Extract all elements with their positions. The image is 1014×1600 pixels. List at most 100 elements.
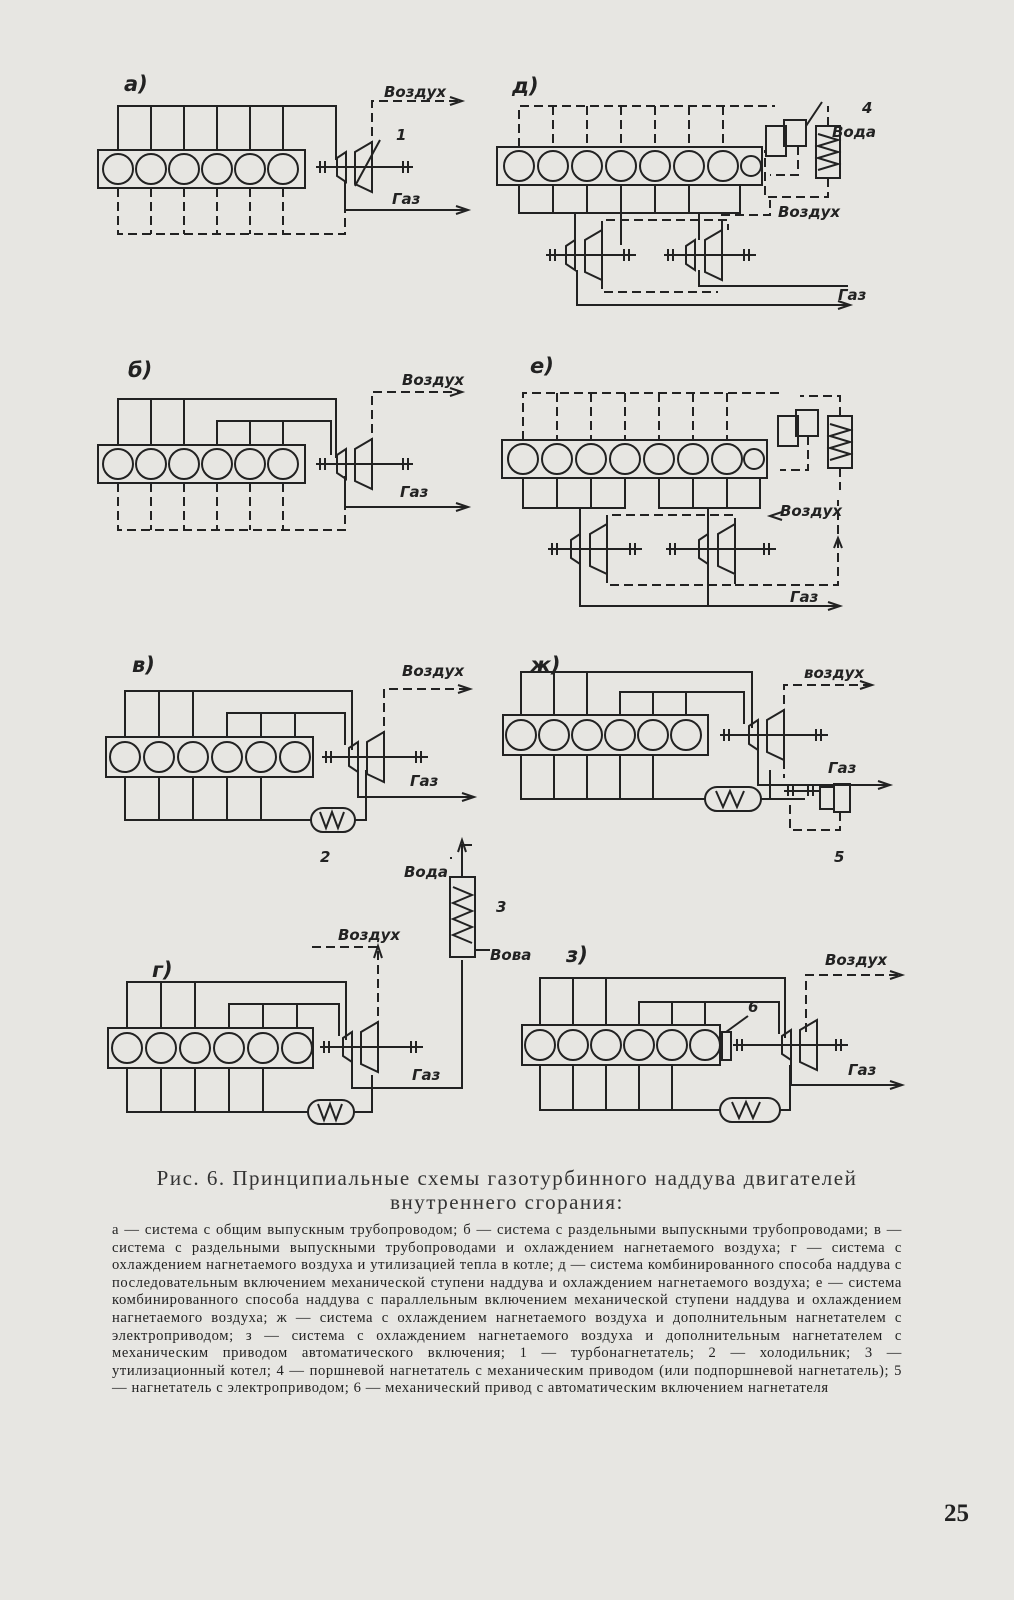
air-label-zh: воздух bbox=[804, 664, 865, 682]
turbocharger-z bbox=[733, 1018, 848, 1072]
gas-arrow-b bbox=[455, 502, 472, 512]
exhaust-manifold-a bbox=[117, 105, 337, 160]
cylinders-zh bbox=[505, 719, 702, 751]
gas-line-g bbox=[351, 960, 463, 1089]
cooled-air-z bbox=[780, 1065, 791, 1111]
cooler-z bbox=[719, 1097, 781, 1123]
num-4: 4 bbox=[861, 99, 872, 117]
gas-label-z: Газ bbox=[848, 1061, 877, 1079]
cylinders-d bbox=[503, 150, 762, 182]
gas-line-a bbox=[344, 184, 466, 211]
exhaust-manifolds-z bbox=[539, 977, 786, 1038]
page-number: 25 bbox=[944, 1500, 969, 1527]
scheme-e: е) bbox=[501, 354, 854, 611]
caption-title: Рис. 6. Принципиальные схемы газотурбинн… bbox=[156, 1166, 858, 1214]
air-manifold-d bbox=[518, 105, 775, 147]
exhaust-manifolds-zh bbox=[520, 671, 753, 728]
cylinders-b bbox=[102, 448, 299, 480]
air-arrow-zh bbox=[859, 680, 876, 690]
gas-arrow-v bbox=[461, 792, 478, 802]
scheme-g: г) Вода Вова Воздух Газ 3 bbox=[107, 836, 531, 1125]
gas-line-v bbox=[357, 772, 472, 798]
scheme-zh-label: ж) bbox=[529, 653, 561, 677]
scheme-a: а) Воздух Газ 1 bbox=[97, 72, 472, 235]
scheme-v-label: в) bbox=[132, 653, 155, 677]
aux-air-zh bbox=[783, 760, 841, 831]
air-line-g bbox=[310, 946, 379, 1030]
num-3: 3 bbox=[496, 898, 506, 916]
air-arrow-g bbox=[373, 942, 383, 959]
air-arrow-b bbox=[449, 387, 466, 397]
air-label-a: Воздух bbox=[384, 83, 447, 101]
gas-label-d: Газ bbox=[838, 286, 867, 304]
scheme-d: д) bbox=[496, 74, 876, 310]
air-manifold-v bbox=[124, 777, 312, 821]
engine-block-v bbox=[105, 736, 314, 778]
gas-arrow-d bbox=[837, 300, 854, 310]
water-arrow-g bbox=[457, 836, 467, 853]
scheme-b: б) Воздух Газ bbox=[97, 358, 472, 531]
cooler-zh bbox=[704, 786, 762, 812]
num-1: 1 bbox=[396, 126, 406, 144]
air-arrow-e2 bbox=[766, 511, 783, 521]
gas-label-zh: Газ bbox=[828, 759, 857, 777]
gas-line-z bbox=[790, 1060, 900, 1086]
air-line-zh bbox=[783, 684, 870, 718]
engine-block-a bbox=[97, 149, 306, 189]
turbocharger-a bbox=[316, 139, 413, 194]
air-line-a bbox=[371, 100, 460, 150]
exhaust-links-e bbox=[579, 508, 709, 534]
auto-drive-6 bbox=[721, 1015, 749, 1061]
gas-label-v: Газ bbox=[410, 772, 439, 790]
air-arrow-v bbox=[457, 684, 474, 694]
air-line-z bbox=[805, 974, 900, 1032]
num-6: 6 bbox=[748, 998, 758, 1016]
turbocharger-zh bbox=[720, 708, 828, 762]
engine-block-b bbox=[97, 444, 306, 484]
air-manifold-b bbox=[117, 476, 346, 531]
air-line-b bbox=[371, 391, 460, 447]
air-line-d bbox=[764, 106, 829, 198]
gas-arrow-a bbox=[455, 205, 472, 215]
gas-arrow-e bbox=[827, 601, 844, 611]
air-arrow-a bbox=[449, 96, 466, 106]
exhaust-manifold-d bbox=[518, 185, 741, 245]
air-manifold-z bbox=[539, 1065, 720, 1111]
cooler-e bbox=[826, 415, 854, 469]
scheme-z-label: з) bbox=[565, 943, 588, 967]
engine-block-e bbox=[501, 439, 768, 479]
air-label-v: Воздух bbox=[402, 662, 465, 680]
piston-blower-e bbox=[777, 409, 819, 447]
num-2: 2 bbox=[320, 848, 330, 866]
boiler-pipes bbox=[450, 844, 490, 951]
air-arrow-z bbox=[889, 970, 906, 980]
cylinders-v bbox=[109, 741, 311, 773]
water-label-g-in: Вода bbox=[404, 863, 448, 881]
exhaust-manifolds-v bbox=[124, 690, 353, 750]
air-label-d: Воздух bbox=[778, 203, 841, 221]
gas-line-zh bbox=[757, 750, 888, 786]
piston-blower-4 bbox=[765, 101, 823, 157]
cylinders-z bbox=[524, 1029, 721, 1061]
air-manifold-zh bbox=[520, 755, 705, 800]
exhaust-links-d bbox=[574, 213, 700, 240]
boiler-3 bbox=[449, 876, 476, 958]
cylinders-a bbox=[102, 153, 299, 185]
turbocharger-d1 bbox=[546, 228, 636, 282]
cooler-2 bbox=[310, 807, 356, 833]
cylinders-e bbox=[507, 443, 765, 475]
figure-caption: Рис. 6. Принципиальные схемы газотурбинн… bbox=[112, 1166, 902, 1398]
air-manifold-e bbox=[522, 392, 780, 440]
scheme-e-label: е) bbox=[530, 354, 554, 378]
air-label-g: Воздух bbox=[338, 926, 401, 944]
turbocharger-g bbox=[320, 1020, 423, 1074]
exhaust-manifolds-g bbox=[126, 981, 347, 1040]
gas-line-b bbox=[344, 481, 466, 508]
scheme-d-label: д) bbox=[511, 74, 539, 98]
electric-blower-5 bbox=[784, 783, 851, 813]
turbocharger-e2 bbox=[666, 522, 776, 576]
scheme-v: в) Воздух Газ 2 bbox=[105, 653, 478, 866]
scheme-zh: ж) воздух Газ 5 bbox=[502, 653, 894, 866]
scheme-g-label: г) bbox=[152, 958, 173, 982]
cooled-air-v bbox=[355, 770, 367, 821]
